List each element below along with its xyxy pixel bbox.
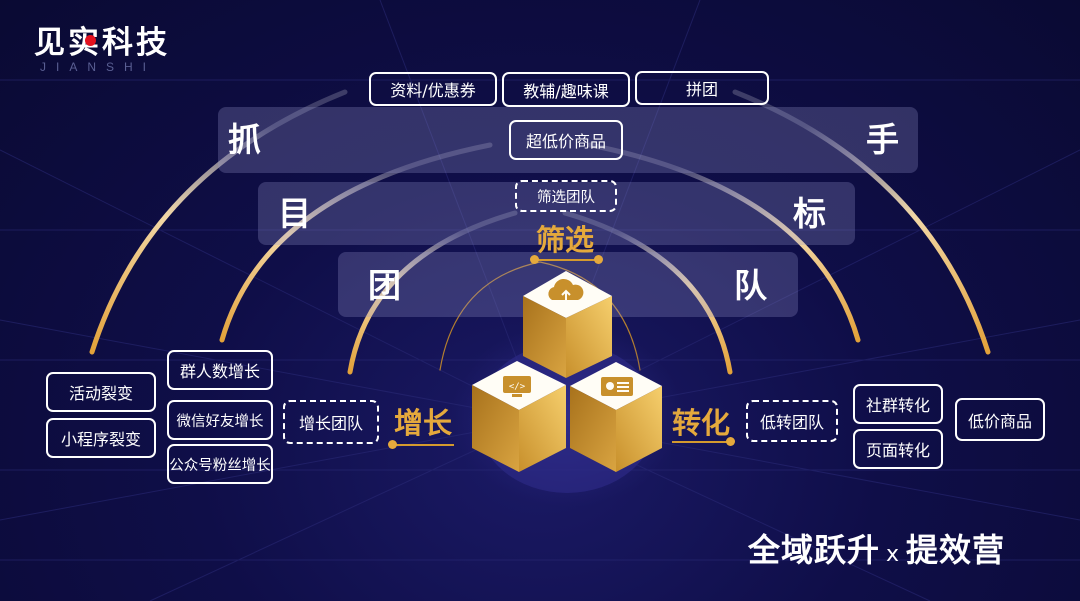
tag-low-convert-team: 低转团队 (746, 400, 838, 442)
arc-core (439, 261, 641, 371)
tag-official-account-growth: 公众号粉丝增长 (167, 444, 273, 484)
tag-growth-team: 增长团队 (283, 400, 379, 444)
band-top (218, 107, 918, 173)
cloud-upload-icon (548, 278, 584, 300)
tag-materials-coupons: 资料/优惠券 (369, 72, 497, 106)
arc-inner-left (347, 210, 518, 375)
arc-inner-right (562, 210, 733, 375)
arc-middle-left (219, 142, 493, 343)
band-char-hand: 手 (866, 120, 899, 159)
filter-dot-left (530, 255, 539, 264)
tag-community-conversion: 社群转化 (853, 384, 943, 424)
growth-underline (394, 444, 454, 446)
band-char-mark: 标 (793, 194, 826, 233)
tag-miniprogram-fission: 小程序裂变 (46, 418, 156, 458)
tag-group-buy: 拼团 (635, 71, 769, 105)
band-char-grab: 抓 (228, 120, 261, 159)
filter-underline (536, 259, 598, 261)
footer-right: 提效营 (906, 531, 1006, 569)
tag-page-conversion: 页面转化 (853, 429, 943, 469)
code-monitor-icon: </> (503, 376, 531, 397)
band-middle (258, 182, 855, 245)
label-growth: 增长 (394, 406, 453, 440)
id-card-icon (601, 377, 633, 396)
tag-filter-team: 筛选团队 (515, 180, 617, 212)
convert-underline (672, 441, 732, 443)
svg-text:</>: </> (509, 382, 526, 392)
tag-tutoring-fun-class: 教辅/趣味课 (502, 72, 630, 107)
tag-wechat-friend-growth: 微信好友增长 (167, 400, 273, 440)
logo-red-dot (85, 35, 96, 46)
band-char-team: 队 (734, 266, 767, 305)
logo-text: 见实科技 (34, 25, 170, 61)
logo-subtext: JIANSHI (40, 60, 157, 74)
tag-activity-fission: 活动裂变 (46, 372, 156, 412)
arc-outer-left (89, 89, 348, 355)
growth-dot (388, 440, 397, 449)
footer-left: 全域跃升 (748, 531, 881, 569)
filter-dot-right (594, 255, 603, 264)
footer-x: x (886, 542, 901, 567)
tag-super-low-price: 超低价商品 (509, 120, 623, 160)
tag-low-price-product: 低价商品 (955, 398, 1045, 441)
band-char-eye: 目 (278, 194, 311, 233)
arc-middle-right (587, 142, 861, 343)
label-filter: 筛选 (536, 223, 595, 257)
arc-outer-right (732, 89, 991, 355)
tag-group-member-growth: 群人数增长 (167, 350, 273, 390)
band-char-group: 团 (368, 266, 401, 305)
logo: 见实科技 JIANSHI (34, 26, 170, 74)
convert-dot (726, 437, 735, 446)
